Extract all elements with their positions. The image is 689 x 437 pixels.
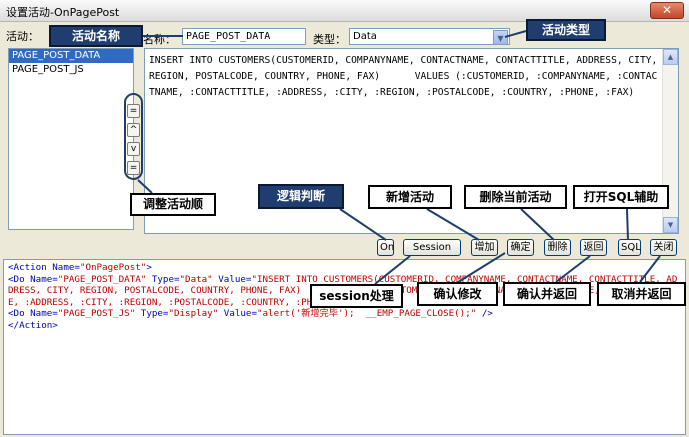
type-select-value: Data [353, 31, 377, 42]
callout-adjust-order: 调整活动顺 [130, 193, 216, 216]
on-button[interactable]: On [377, 239, 394, 256]
callout-logic: 逻辑判断 [258, 184, 344, 209]
scroll-up-icon[interactable]: ▲ [663, 49, 678, 65]
xml-tag: <Action Name= [8, 262, 80, 273]
delete-button[interactable]: 删除 [544, 239, 571, 256]
xml-value: "OnPagePost" [79, 262, 147, 273]
callout-activity-name: 活动名称 [49, 25, 143, 47]
xml-tag: > [146, 262, 152, 273]
type-label: 类型： [313, 33, 346, 46]
xml-tag: Type= [135, 308, 169, 319]
xml-tag: Value= [212, 273, 252, 285]
xml-value: "PAGE_POST_JS" [57, 308, 136, 319]
name-label: 名称： [143, 33, 176, 46]
list-item[interactable]: PAGE_POST_JS [12, 64, 84, 75]
callout-confirm-modify: 确认修改 [417, 282, 498, 306]
callout-session: session处理 [310, 284, 403, 308]
callout-confirm-return: 确认并返回 [503, 282, 591, 306]
xml-tag: Value= [218, 308, 257, 319]
title-bar: 设置活动-OnPagePost ✕ [0, 0, 689, 22]
xml-tag: /> [476, 308, 493, 319]
activity-list[interactable]: PAGE_POST_DATA PAGE_POST_JS [8, 48, 134, 230]
sql-helper-button[interactable]: SQL [618, 239, 641, 256]
xml-tag: </Action> [8, 319, 58, 331]
scroll-down-icon[interactable]: ▼ [663, 217, 678, 233]
chevron-down-icon[interactable]: ▼ [493, 30, 508, 44]
confirm-button[interactable]: 确定 [507, 239, 534, 256]
name-input[interactable]: PAGE_POST_DATA [182, 28, 306, 45]
xml-tag: <Do Name= [8, 308, 58, 319]
move-down-button[interactable]: v [127, 142, 140, 156]
close-button[interactable]: 关闭 [650, 239, 677, 256]
window-close-button[interactable]: ✕ [650, 2, 684, 19]
sql-text: INSERT INTO CUSTOMERS(CUSTOMERID, COMPAN… [149, 55, 664, 98]
xml-tag: Type= [146, 273, 180, 285]
xml-tag: <Do Name= [8, 273, 58, 285]
add-button[interactable]: 增加 [471, 239, 498, 256]
return-button[interactable]: 返回 [580, 239, 607, 256]
callout-activity-type: 活动类型 [526, 19, 606, 41]
callout-add-activity: 新增活动 [368, 185, 452, 209]
order-buttons-highlight [124, 93, 143, 180]
callout-delete-activity: 删除当前活动 [464, 185, 567, 209]
session-button[interactable]: Session [403, 239, 461, 256]
xml-value: "alert('新增完毕'); __EMP_PAGE_CLOSE();" [256, 308, 477, 319]
move-up-button[interactable]: ^ [127, 123, 140, 137]
xml-value: "Data" [179, 273, 213, 285]
move-top-button[interactable]: = [127, 104, 140, 118]
type-select[interactable]: Data ▼ [349, 28, 510, 45]
callout-open-sql: 打开SQL辅助 [573, 185, 669, 209]
xml-value: "PAGE_POST_DATA" [57, 273, 147, 285]
callout-cancel-return: 取消并返回 [597, 282, 686, 306]
activity-label: 活动： [6, 30, 39, 43]
close-icon: ✕ [661, 3, 673, 17]
xml-value: "Display" [168, 308, 219, 319]
list-item[interactable]: PAGE_POST_DATA [9, 49, 133, 63]
move-bottom-button[interactable]: = [127, 161, 140, 175]
window-title: 设置活动-OnPagePost [6, 6, 120, 19]
